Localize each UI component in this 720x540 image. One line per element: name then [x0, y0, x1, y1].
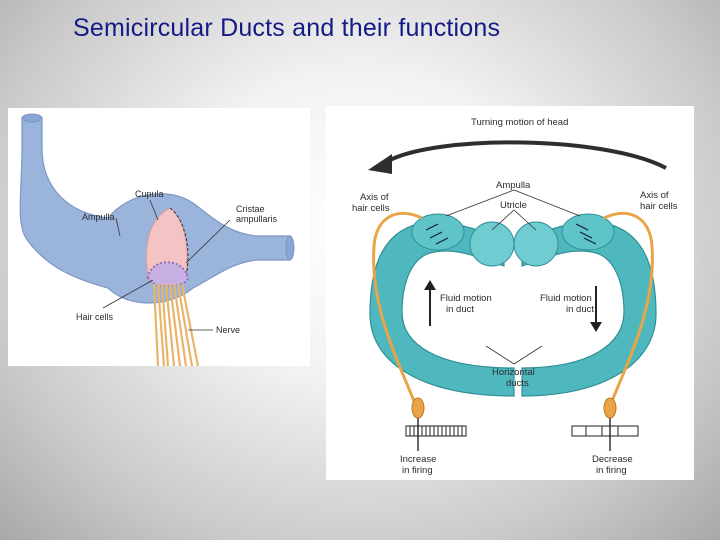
label-fluid-left-1: Fluid motion	[440, 293, 492, 304]
label-horizontal-1: Horizontal	[492, 367, 535, 378]
left-utricle	[469, 221, 515, 267]
label-hair-cells: Hair cells	[76, 312, 114, 322]
label-decrease-2: in firing	[596, 465, 627, 476]
label-cupula: Cupula	[135, 189, 164, 199]
label-axis-left-2: hair cells	[352, 203, 390, 214]
label-fluid-right-2: in duct	[566, 304, 594, 315]
left-ampulla	[411, 213, 465, 251]
label-ampulla: Ampulla	[82, 212, 115, 222]
label-axis-right-2: hair cells	[640, 201, 678, 212]
right-nerve	[603, 211, 654, 407]
label-decrease-1: Decrease	[592, 454, 633, 465]
left-nerve	[372, 211, 423, 407]
decrease-firing-spikes	[571, 425, 639, 437]
label-axis-right-1: Axis of	[640, 190, 669, 201]
label-fluid-left-2: in duct	[446, 304, 474, 315]
label-increase-2: in firing	[402, 465, 433, 476]
label-cristae-2: ampullaris	[236, 214, 278, 224]
ampulla-diagram-panel: Cupula Ampulla Cristae ampullaris Hair c…	[8, 108, 310, 366]
label-axis-left-1: Axis of	[360, 192, 389, 203]
crista-hair-cells	[146, 261, 190, 288]
slide-title: Semicircular Ducts and their functions	[73, 14, 501, 42]
label-horizontal-2: ducts	[506, 378, 529, 389]
left-horizontal-duct	[369, 221, 515, 397]
nerve-fibers	[152, 283, 200, 366]
right-ampulla	[561, 213, 615, 251]
turning-motion-arrow	[385, 140, 667, 170]
label-fluid-right-1: Fluid motion	[540, 293, 592, 304]
label-ampulla-right: Ampulla	[496, 180, 531, 191]
label-nerve: Nerve	[216, 325, 240, 335]
semicircular-duct-shape	[19, 117, 291, 304]
right-utricle	[513, 221, 559, 267]
label-utricle: Utricle	[500, 200, 527, 211]
label-turning-motion: Turning motion of head	[471, 117, 568, 128]
label-increase-1: Increase	[400, 454, 436, 465]
ampulla-diagram: Cupula Ampulla Cristae ampullaris Hair c…	[19, 113, 295, 366]
horizontal-ducts-diagram-panel: Turning motion of head Ampulla Utricle A…	[326, 106, 694, 480]
horizontal-ducts-diagram: Turning motion of head Ampulla Utricle A…	[352, 117, 678, 476]
increase-firing-spikes	[405, 425, 467, 437]
label-cristae-1: Cristae	[236, 204, 265, 214]
